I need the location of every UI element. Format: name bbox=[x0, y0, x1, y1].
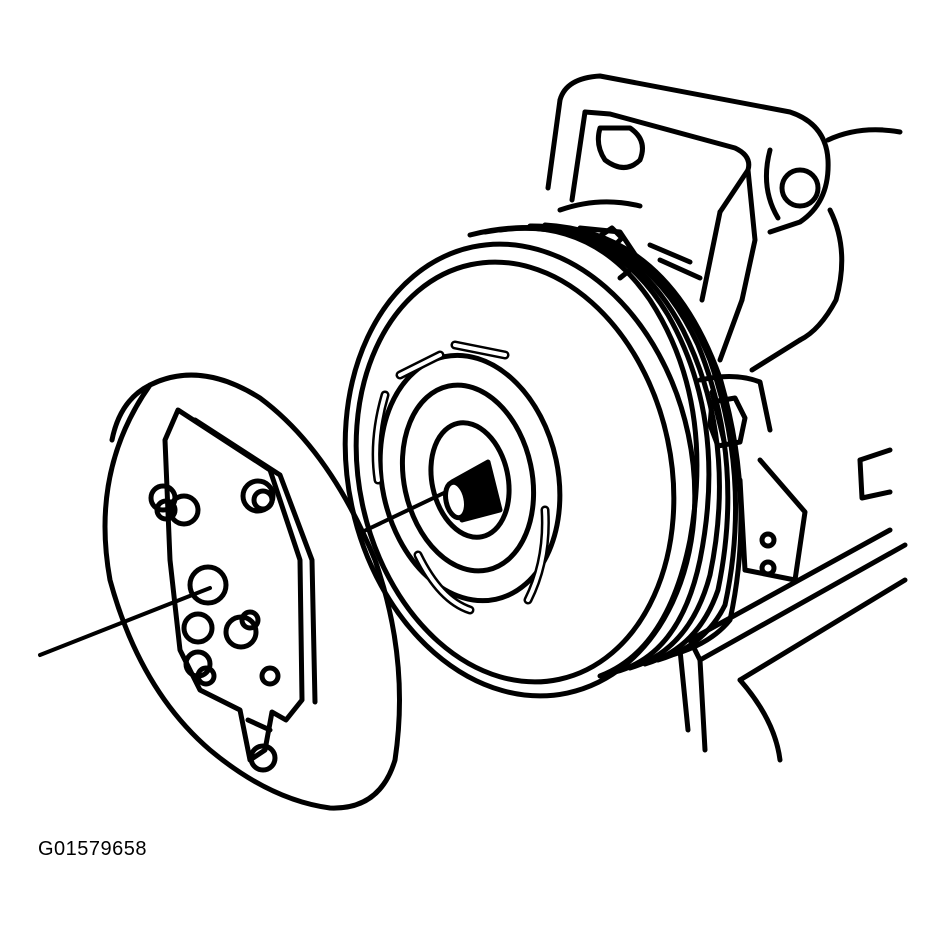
plate-leader-line bbox=[38, 586, 212, 657]
clutch-plate bbox=[102, 372, 402, 811]
plate-center-hole bbox=[187, 564, 229, 606]
pulley-assembly bbox=[342, 222, 744, 699]
mounting-ear-hole bbox=[779, 167, 821, 209]
hex-nut bbox=[707, 395, 748, 449]
plate-hole bbox=[167, 493, 201, 527]
leader-lines bbox=[38, 490, 448, 657]
compressor-body bbox=[545, 73, 908, 763]
shaft-leader-line bbox=[360, 490, 448, 534]
figure-id-label: G01579658 bbox=[38, 838, 148, 860]
